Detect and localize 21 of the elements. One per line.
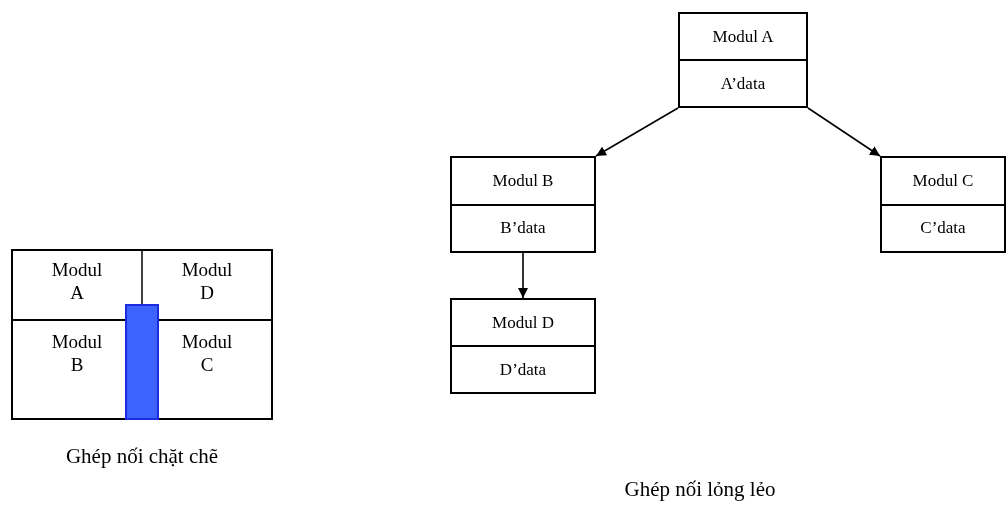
module-data: D’data — [499, 359, 547, 380]
module-data: B’data — [500, 218, 546, 239]
module-name: Modul A — [47, 258, 107, 304]
module-name: Modul D — [177, 258, 237, 304]
module-name: Modul C — [912, 170, 974, 191]
module-name: Modul A — [712, 26, 774, 47]
module-name: Modul B — [47, 330, 107, 376]
module-name: Modul D — [492, 312, 554, 333]
module-name: Modul C — [177, 330, 237, 376]
module-box — [880, 156, 1006, 253]
module-data: A’data — [720, 73, 766, 94]
module-data: C’data — [920, 218, 966, 239]
arrow — [595, 107, 679, 157]
module-name: Modul B — [492, 170, 554, 191]
diagram-caption: Ghép nối chặt chẽ — [64, 444, 220, 469]
arrow — [518, 252, 528, 299]
diagram-caption: Ghép nối lỏng lẻo — [623, 477, 777, 502]
module-box — [678, 12, 808, 108]
arrow — [807, 107, 881, 157]
module-box — [450, 156, 596, 253]
module-box — [450, 298, 596, 394]
